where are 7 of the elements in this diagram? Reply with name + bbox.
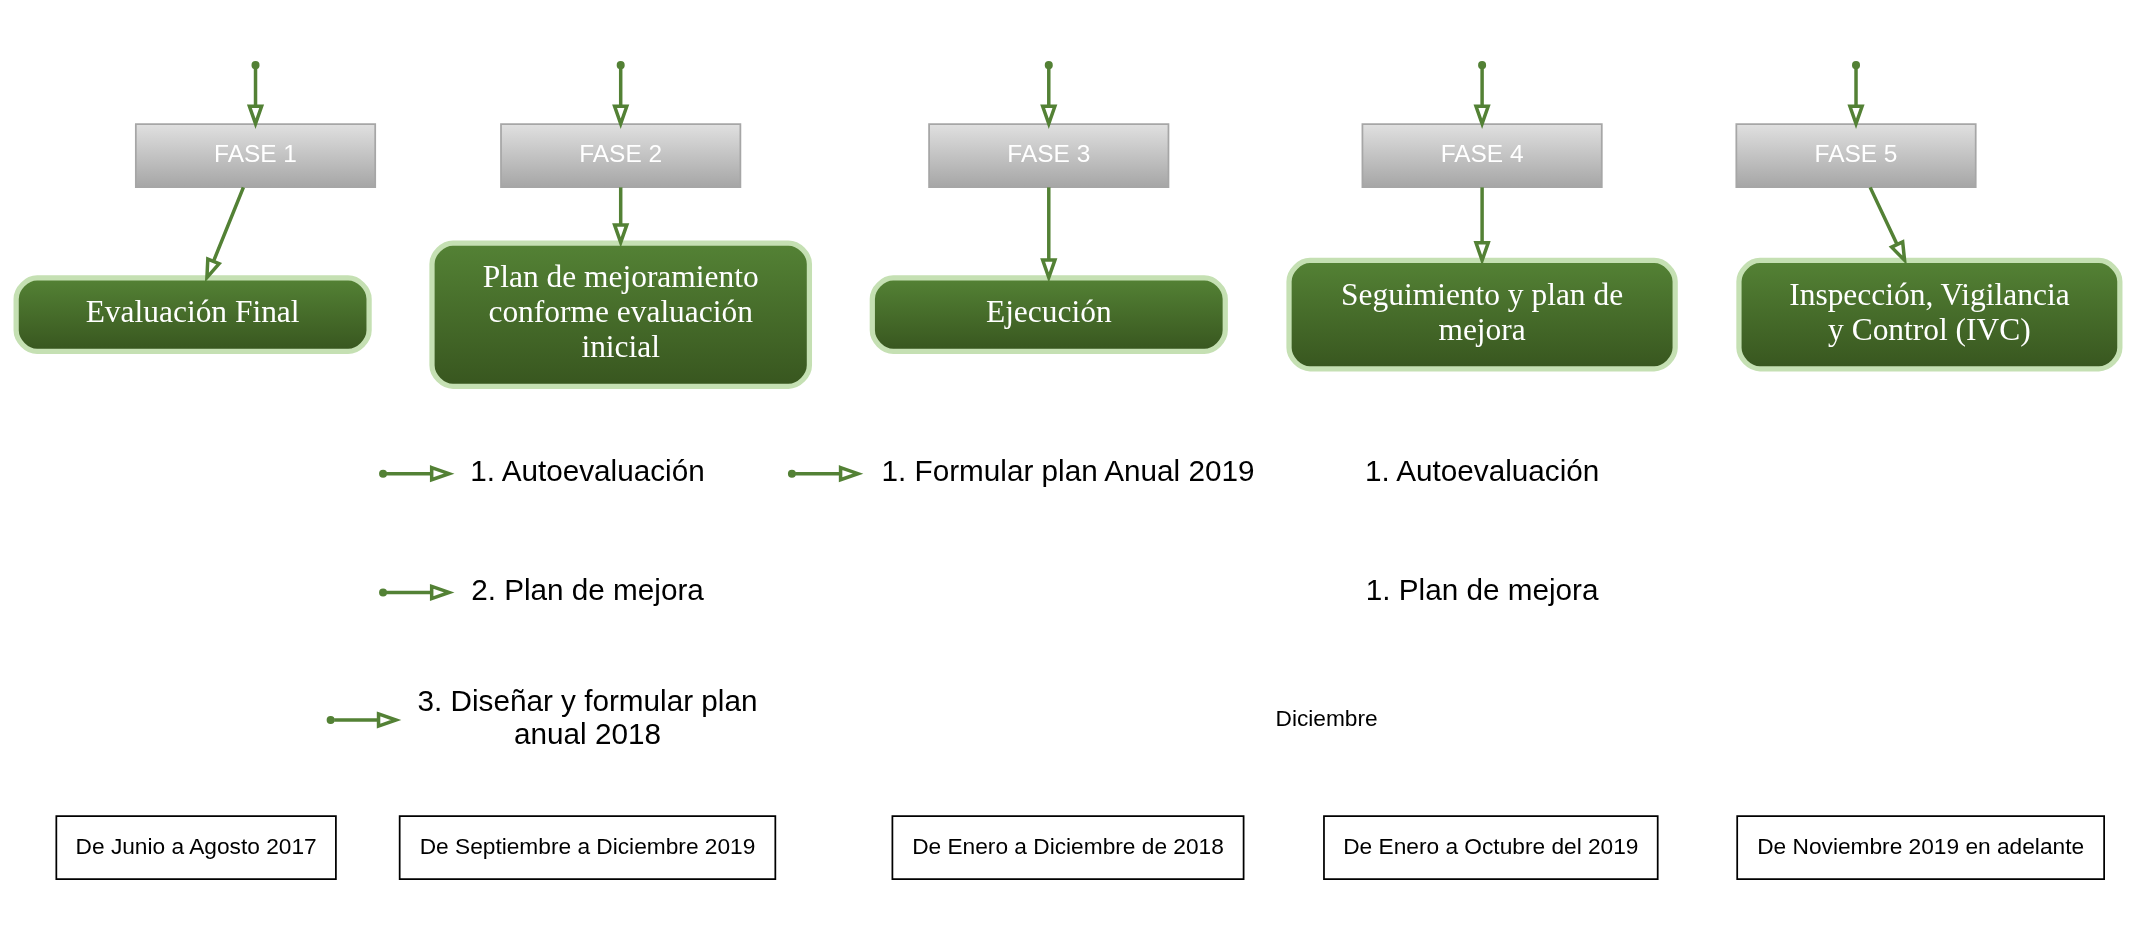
node-text: 1. Autoevaluación [470,453,705,487]
node-text: 3. Diseñar y formular plan anual 2018 [417,683,758,750]
node-text: 1. Plan de mejora [1365,572,1599,606]
node-text: 1. Autoevaluación [1364,453,1600,487]
node-text: 2. Plan de mejora [471,572,704,606]
node-text: 1. Formular plan Anual 2019 [881,453,1255,487]
label: Diciembre [1275,704,1378,731]
